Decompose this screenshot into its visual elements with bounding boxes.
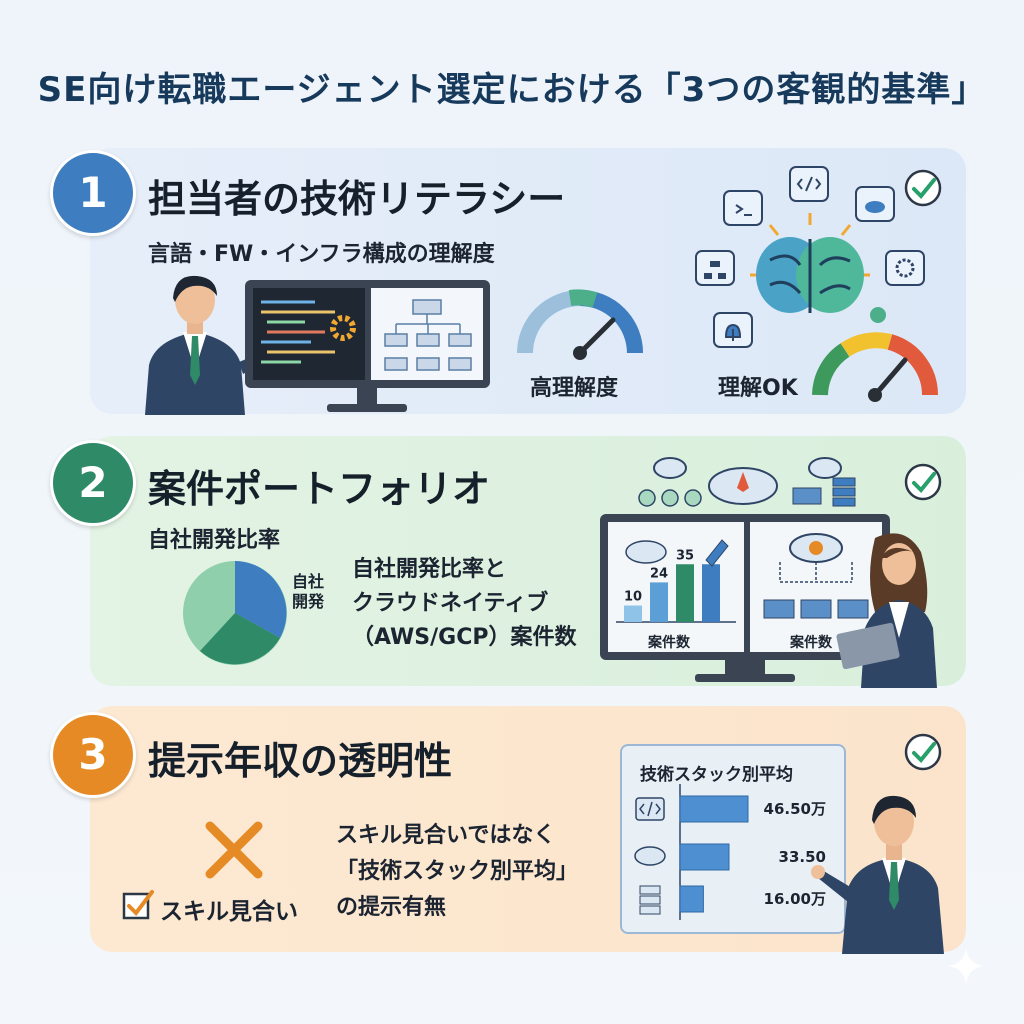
chart1-data-label: 10 <box>624 590 642 605</box>
chart2-bar <box>679 843 730 871</box>
criterion-3-number: 3 <box>50 712 136 798</box>
cloud-icon <box>625 540 667 564</box>
chart1-bar <box>676 564 694 622</box>
criterion-1-subtitle: 言語・FW・インフラ構成の理解度 <box>148 242 495 267</box>
chart2-bar <box>679 795 749 823</box>
server-icon <box>639 885 661 915</box>
pie-label: 自社 開発 <box>292 572 325 611</box>
code-monitor-illustration <box>245 280 490 412</box>
monitor-base <box>695 674 795 682</box>
description-line: クラウドネイティブ <box>352 591 549 616</box>
tech-stack-salary-bar-chart: 46.50万 33.50 16.00万 <box>634 784 826 920</box>
presenter-man-illustration <box>145 275 284 415</box>
high-understanding-gauge <box>517 289 643 360</box>
salary-chart-title: 技術スタック別平均 <box>640 765 793 785</box>
criterion-3-heading: 提示年収の透明性 <box>148 739 453 783</box>
description-line: 自社開発比率と <box>352 557 507 582</box>
chart2-data-label: 46.50万 <box>764 800 826 818</box>
gauge-label: 高理解度 <box>530 376 619 401</box>
project-count-bar-chart: 10 24 35 <box>616 539 736 623</box>
code-icon <box>635 797 665 821</box>
cloud-icon <box>634 846 666 866</box>
chart2-data-label: 16.00万 <box>764 890 826 908</box>
criterion-1-number: 1 <box>50 150 136 236</box>
pointing-man-illustration <box>811 795 944 954</box>
criterion-3-check-icon <box>904 733 942 771</box>
cloud-icons-row <box>638 457 856 507</box>
skill-match-label: スキル見合い <box>160 899 298 925</box>
chart1-bar <box>624 605 642 622</box>
criterion-1-check-icon <box>904 169 942 207</box>
monitor-stand <box>725 660 765 676</box>
chart1-data-label: 24 <box>650 566 668 581</box>
criterion-2-number: 2 <box>50 440 136 526</box>
criterion-2-check-icon <box>904 463 942 501</box>
page-title: SE向け転職エージェント選定における「3つの客観的基準」 <box>37 70 987 110</box>
criterion-3-description: スキル見合いではなく 「技術スタック別平均」 の提示有無 <box>336 818 578 926</box>
checkbox-icon <box>122 890 154 920</box>
rocket-icon <box>705 539 729 567</box>
understanding-ok-label: 理解OK <box>718 376 798 401</box>
criterion-2-description: 自社開発比率と クラウドネイティブ （AWS/GCP）案件数 <box>352 553 577 655</box>
chart2-data-label: 33.50 <box>779 848 826 866</box>
cloud-architecture-diagram <box>763 533 869 619</box>
chart1-bar <box>650 582 668 622</box>
sparkle-icon <box>948 948 984 984</box>
criterion-2-heading: 案件ポートフォリオ <box>148 467 491 511</box>
chart1-xlabel: 案件数 <box>648 635 690 651</box>
description-line: の提示有無 <box>336 895 447 920</box>
chart2-bar <box>679 885 704 913</box>
chart1-data-label: 35 <box>676 548 694 563</box>
description-line: スキル見合いではなく <box>336 823 556 848</box>
description-line: （AWS/GCP）案件数 <box>352 625 577 650</box>
description-line: 「技術スタック別平均」 <box>336 859 579 884</box>
ok-gauge <box>812 332 939 402</box>
cross-icon <box>205 821 263 879</box>
criterion-2-subtitle: 自社開発比率 <box>148 528 281 553</box>
chart1-bar <box>702 564 720 622</box>
criterion-1-heading: 担当者の技術リテラシー <box>148 177 566 221</box>
in-house-ratio-pie <box>183 561 287 665</box>
screen2-label: 案件数 <box>790 635 832 651</box>
tech-brain-illustration <box>695 166 925 348</box>
woman-with-laptop-illustration <box>836 533 937 688</box>
